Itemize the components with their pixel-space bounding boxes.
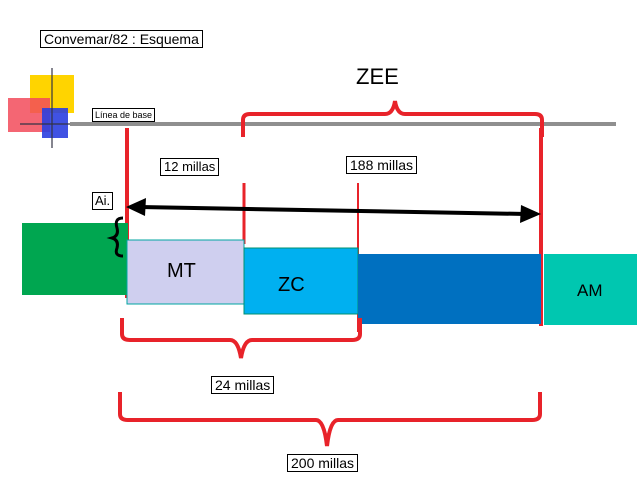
am-label: AM [577,281,603,300]
distance-188-millas: 188 millas [346,156,418,174]
arrow-head-left [126,198,146,216]
double-arrow-line [139,205,527,216]
am-block [544,254,637,325]
zee-label: ZEE [356,64,399,89]
distance-200-millas: 200 millas [287,454,359,472]
ai-curly-brace [106,216,124,258]
logo-blue-square [42,108,68,138]
bracket-24-millas [120,318,362,359]
diagram-title: Convemar/82 : Esquema [40,30,203,48]
baseline-label: Línea de base [92,108,156,122]
zee-bracket [241,100,544,137]
distance-12-millas: 12 millas [160,158,220,176]
ai-label: Ai. [92,192,114,210]
zc-block [243,247,359,315]
baseline-gray-line [70,122,616,126]
land-block [22,223,128,295]
zc-label: ZC [278,274,305,296]
decorative-logo [8,68,80,148]
mt-block [126,239,245,305]
distance-24-millas: 24 millas [211,376,275,394]
zee-block [358,254,541,324]
arrow-head-right [520,205,541,223]
bracket-200-millas [118,392,542,447]
mt-label: MT [167,260,196,282]
